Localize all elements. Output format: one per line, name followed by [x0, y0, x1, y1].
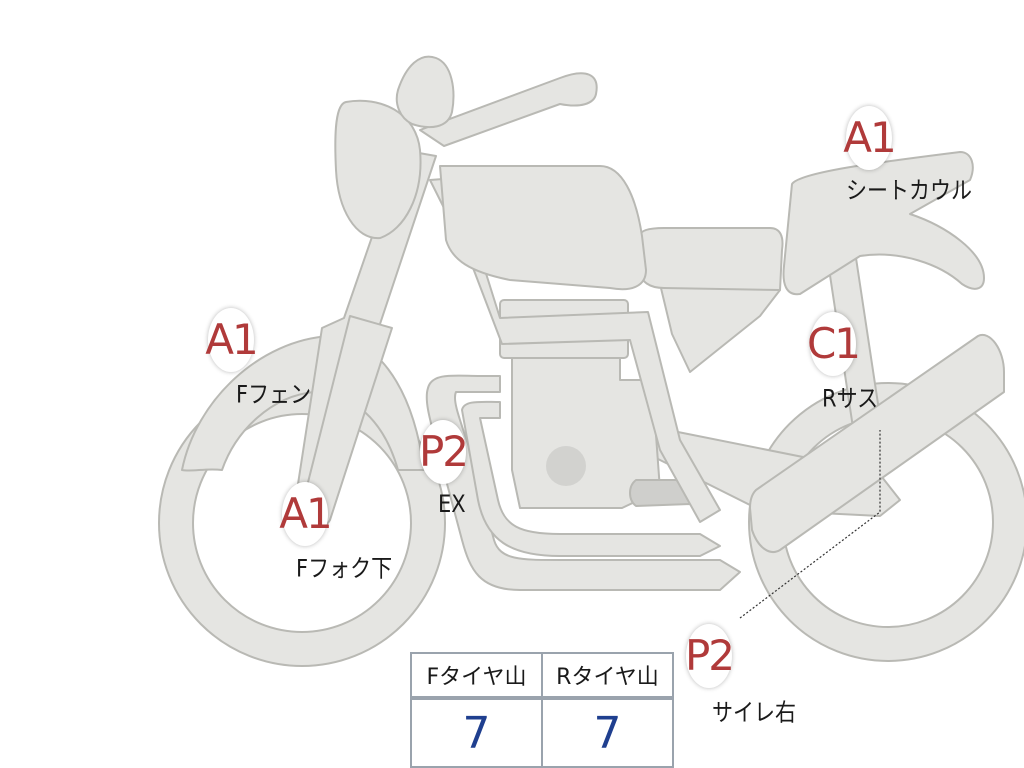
- label-front-fork-lower: Fフォク下: [296, 554, 393, 583]
- marker-exhaust: P2: [419, 420, 469, 484]
- engine-cover-shape: [546, 446, 586, 486]
- front-tire-value: 7: [410, 697, 543, 768]
- rear-tire-value: 7: [541, 697, 674, 768]
- label-seat-cowl: シートカウル: [846, 176, 972, 205]
- muffler-shape: [749, 333, 1005, 553]
- marker-silencer-right: P2: [685, 624, 735, 688]
- fuel-tank-shape: [439, 165, 647, 291]
- side-cover-shape: [659, 283, 781, 373]
- label-exhaust: EX: [438, 490, 466, 518]
- tire-tread-table: Fタイヤ山 Rタイヤ山 7 7: [410, 652, 674, 768]
- exhaust-pipe-inner-shape: [461, 400, 721, 557]
- marker-front-fender: A1: [205, 308, 259, 372]
- rear-tire-header: Rタイヤ山: [541, 652, 674, 700]
- front-wheel: [158, 379, 446, 667]
- seat-cowl-shape: [782, 151, 985, 296]
- label-rear-suspension: Rサス: [822, 384, 879, 413]
- label-silencer-right: サイレ右: [712, 698, 796, 727]
- handlebar-shape: [419, 72, 598, 147]
- seat-shape: [639, 227, 784, 291]
- tire-table-value-row: 7 7: [410, 697, 674, 768]
- marker-rear-suspension: C1: [807, 312, 861, 376]
- meter-shape: [395, 55, 455, 129]
- front-tire-header: Fタイヤ山: [410, 652, 543, 700]
- tire-table-header-row: Fタイヤ山 Rタイヤ山: [410, 652, 674, 700]
- marker-seat-cowl: A1: [843, 106, 897, 170]
- label-front-fender: Fフェン: [236, 380, 312, 409]
- marker-front-fork-lower: A1: [279, 482, 333, 546]
